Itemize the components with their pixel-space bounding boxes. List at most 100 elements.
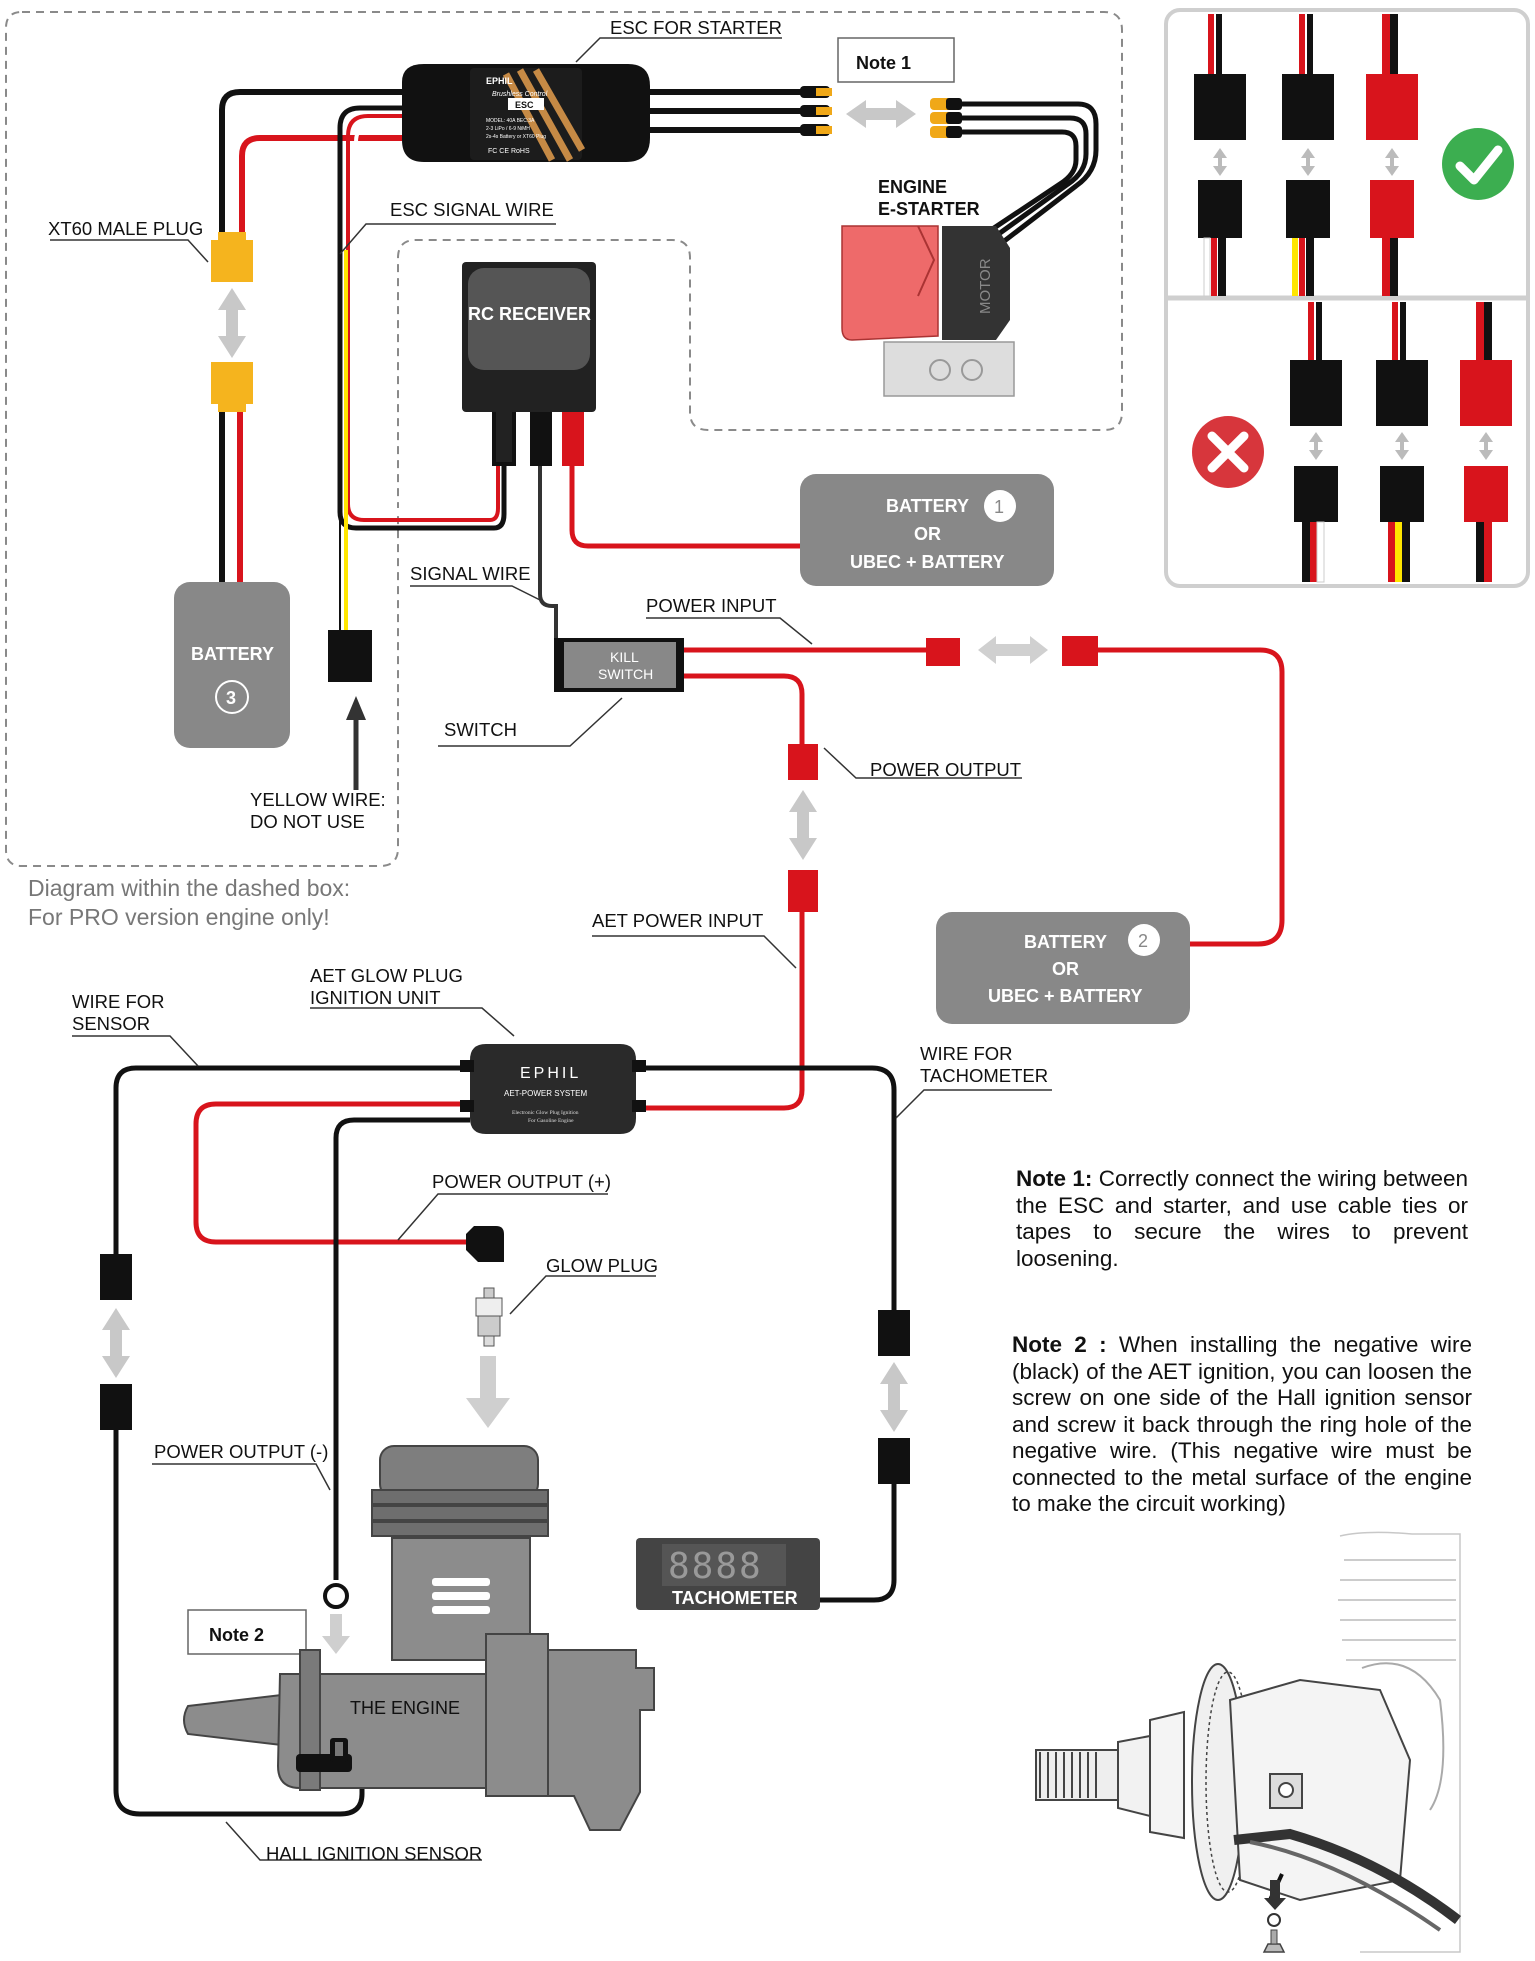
esc-signal-wire-label: ESC SIGNAL WIRE <box>390 199 554 220</box>
pro-note-line-1: Diagram within the dashed box: <box>28 875 351 901</box>
wire-sensor-label-1: WIRE FOR <box>72 991 165 1012</box>
arrow-up-icon <box>346 696 366 790</box>
tachometer-label: TACHOMETER <box>672 1588 798 1608</box>
connector-check-panel <box>1164 8 1530 588</box>
aet-power-input-label: AET POWER INPUT <box>592 910 763 931</box>
aet-small-1: Electronic Glow Plug Ignition <box>512 1110 579 1116</box>
battery-1-ubec: UBEC + BATTERY <box>850 552 1005 572</box>
kill-switch-label-2: SWITCH <box>598 666 653 682</box>
wrong-pair-3 <box>1460 302 1512 582</box>
esc-spec-1: MODEL: 40A BEC:3A <box>486 118 535 124</box>
aet-power-system-label: AET-POWER SYSTEM <box>504 1089 587 1098</box>
rc-receiver-label: RC RECEIVER <box>468 304 591 324</box>
yellow-wire-label-2: DO NOT USE <box>250 811 365 832</box>
double-arrow-vertical-icon <box>102 1308 130 1378</box>
battery-3: BATTERY 3 <box>174 582 290 748</box>
battery-2-number: 2 <box>1138 931 1148 951</box>
double-arrow-vertical-icon <box>789 790 817 860</box>
esc-bullet-connectors <box>800 86 962 138</box>
tacho-connector-1 <box>878 1310 910 1356</box>
power-output-connector <box>788 744 818 780</box>
pro-dashed-box <box>5 11 1123 867</box>
yellow-wire-plug <box>328 630 372 682</box>
switch-label: SWITCH <box>444 719 517 740</box>
power-output-label: POWER OUTPUT <box>870 759 1021 780</box>
wire-tacho-label-1: WIRE FOR <box>920 1043 1013 1064</box>
esc-cert: FC CE RoHS <box>488 148 530 155</box>
note2-body: When installing the negative wire (black… <box>1012 1332 1472 1516</box>
yellow-wire-label-1: YELLOW WIRE: <box>250 789 386 810</box>
aet-power-input-connector <box>788 870 818 912</box>
battery-2-or: OR <box>1052 959 1079 979</box>
rc-receiver: RC RECEIVER <box>462 262 596 466</box>
note2-box <box>187 1609 307 1655</box>
aet-glow-label-1: AET GLOW PLUG <box>310 965 463 986</box>
aet-ignition-unit: EPHIL AET-POWER SYSTEM Electronic Glow P… <box>460 1044 646 1134</box>
power-input-connector-male <box>926 638 960 666</box>
battery-1: BATTERY 1 OR UBEC + BATTERY <box>800 474 1054 586</box>
wire-tacho-label-2: TACHOMETER <box>920 1065 1048 1086</box>
tacho-digits: 8888 <box>668 1546 763 1587</box>
double-arrow-icon <box>978 636 1048 664</box>
esc-model: Brushless Control <box>492 91 548 98</box>
tacho-connector-2 <box>878 1438 910 1484</box>
motor-label: MOTOR <box>977 258 994 314</box>
battery-2-ubec: UBEC + BATTERY <box>988 986 1143 1006</box>
engine-e-starter-label-1: ENGINE <box>878 177 947 197</box>
battery-1-label: BATTERY <box>886 496 969 516</box>
battery-3-number: 3 <box>226 688 236 708</box>
cross-icon <box>1192 416 1264 488</box>
sensor-connector-1 <box>100 1254 132 1300</box>
tachometer: 8888 TACHOMETER <box>636 1538 820 1610</box>
note1-box <box>837 37 955 83</box>
power-input-label: POWER INPUT <box>646 595 777 616</box>
arrow-down-icon <box>322 1614 350 1654</box>
kill-switch: KILL SWITCH <box>554 638 684 692</box>
glow-plug-cap <box>466 1226 504 1262</box>
double-arrow-icon <box>846 100 916 128</box>
check-icon <box>1442 128 1514 200</box>
xt60-label: XT60 MALE PLUG <box>48 218 203 239</box>
xt60-plug-male <box>211 362 253 412</box>
correct-pair-3 <box>1366 14 1418 296</box>
the-engine-label: THE ENGINE <box>350 1698 460 1718</box>
ring-terminal <box>323 1583 349 1609</box>
wrong-pair-1 <box>1290 302 1342 583</box>
xt60-plug-female <box>211 232 253 282</box>
power-output-minus-label: POWER OUTPUT (-) <box>154 1441 328 1462</box>
signal-wire-label: SIGNAL WIRE <box>410 563 531 584</box>
battery-2-label: BATTERY <box>1024 932 1107 952</box>
correct-pair-1 <box>1194 14 1246 297</box>
aet-glow-label-2: IGNITION UNIT <box>310 987 441 1008</box>
pro-note: Diagram within the dashed box: For PRO v… <box>28 874 350 932</box>
esc-logo: EPHIL <box>486 76 513 86</box>
esc-spec-2: 2-3 LiPo / 6-9 NiMH <box>486 126 530 132</box>
kill-switch-label-1: KILL <box>610 649 639 665</box>
double-arrow-vertical-icon <box>880 1362 908 1432</box>
note2-box-label: Note 2 <box>209 1625 264 1645</box>
engine-closeup-illustration <box>1035 1531 1462 1953</box>
battery-1-number: 1 <box>994 497 1004 517</box>
correct-pair-2 <box>1282 14 1334 296</box>
wrong-pair-2 <box>1376 302 1428 582</box>
arrow-down-icon <box>466 1356 510 1428</box>
engine-e-starter-label-2: E-STARTER <box>878 199 980 219</box>
note1-text: Note 1: Correctly connect the wiring bet… <box>1016 1166 1468 1272</box>
note1-body: Correctly connect the wiring between the… <box>1016 1166 1468 1271</box>
note2-text: Note 2 : When installing the negative wi… <box>1012 1332 1472 1518</box>
sensor-connector-2 <box>100 1384 132 1430</box>
note1-box-label: Note 1 <box>856 53 911 73</box>
battery-1-or: OR <box>914 524 941 544</box>
glow-plug <box>475 1287 503 1347</box>
esc-unit: EPHIL Brushless Control ESC MODEL: 40A B… <box>402 64 650 162</box>
engine-e-starter: MOTOR <box>841 225 1015 397</box>
battery-2: BATTERY 2 OR UBEC + BATTERY <box>936 912 1190 1024</box>
battery-3-label: BATTERY <box>191 644 274 664</box>
power-output-plus-label: POWER OUTPUT (+) <box>432 1171 611 1192</box>
esc-for-starter-label: ESC FOR STARTER <box>610 17 782 38</box>
aet-small-2: For Gasoline Engine <box>528 1118 574 1124</box>
esc-tag: ESC <box>515 100 534 110</box>
note2-title: Note 2 : <box>1012 1332 1107 1357</box>
wire-sensor-label-2: SENSOR <box>72 1013 150 1034</box>
